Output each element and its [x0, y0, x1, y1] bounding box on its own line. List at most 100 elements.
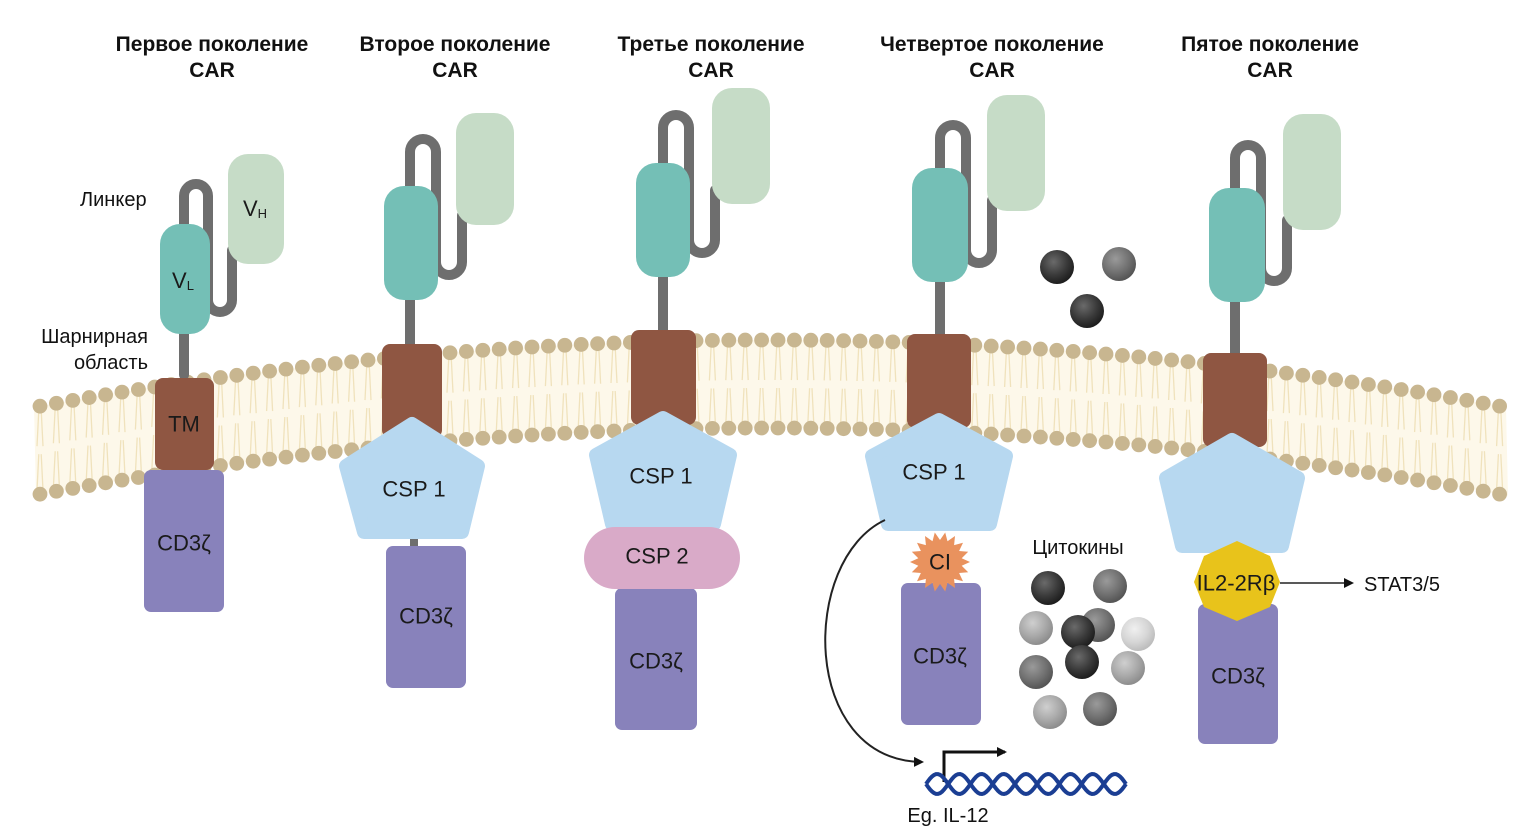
lipid-tail	[1348, 430, 1352, 467]
lipid-head	[573, 337, 589, 352]
lipid-tail	[1008, 350, 1012, 388]
gen3-vh-domain	[712, 88, 770, 204]
lipid-head	[508, 428, 523, 444]
hinge-annotation-line1: Шарнирная	[41, 326, 148, 348]
lipid-head	[278, 361, 294, 377]
lipid-tail	[364, 364, 368, 401]
lipid-head	[295, 447, 310, 463]
lipid-tail	[450, 356, 454, 393]
lipid-tail	[1299, 423, 1303, 460]
lipid-head	[1393, 382, 1409, 397]
lipid-head	[344, 354, 359, 370]
lipid-tail	[1401, 437, 1405, 474]
lipid-tail	[581, 392, 585, 429]
lipid-tail	[1188, 365, 1192, 402]
lipid-tail	[1368, 388, 1373, 425]
lipid-tail	[839, 344, 844, 381]
gen2-title-car: CAR	[432, 59, 478, 82]
lipid-tail	[265, 375, 270, 412]
lipid-tail	[282, 373, 286, 410]
lipid-tail	[1270, 419, 1274, 456]
gen4-tm-domain	[907, 334, 971, 428]
lipid-head	[1459, 392, 1475, 408]
lipid-tail	[319, 413, 323, 450]
lipid-head	[459, 432, 474, 447]
lipid-tail	[1434, 398, 1438, 435]
cytokine-icon	[1033, 695, 1067, 729]
lipid-tail	[220, 425, 225, 462]
gen4-promoter-arrow	[942, 747, 1007, 782]
lipid-head	[311, 445, 327, 461]
gen5-tm-domain	[1203, 353, 1267, 447]
gen3-csp1-domain	[589, 411, 737, 531]
lipid-tail	[1266, 419, 1270, 456]
gen2-cd3z-label: CD3ζ	[399, 604, 453, 629]
lipid-tail	[36, 454, 40, 491]
lipid-tail	[725, 344, 729, 381]
lipid-head	[1147, 439, 1163, 454]
lipid-tail	[807, 344, 811, 381]
gen5-title: Пятое поколение	[1181, 33, 1359, 56]
lipid-tail	[729, 344, 733, 381]
lipid-head	[1115, 348, 1130, 363]
lipid-tail	[1167, 363, 1172, 401]
lipid-tail	[1073, 399, 1077, 436]
lipid-tail	[446, 400, 450, 437]
gen5-vh-domain	[1283, 114, 1341, 230]
gen3-title-car: CAR	[688, 59, 734, 82]
lipid-head	[1000, 427, 1015, 443]
lipid-head	[770, 332, 786, 348]
lipid-tail	[860, 344, 864, 382]
lipid-tail	[1430, 398, 1434, 435]
lipid-tail	[319, 369, 323, 406]
cytokine-icon	[1065, 645, 1099, 679]
lipid-head	[770, 420, 786, 436]
gen5-car: IL2-2Rβ CD3ζ STAT3/5	[1159, 114, 1440, 744]
lipid-tail	[1446, 401, 1450, 438]
lipid-tail	[1418, 396, 1422, 433]
lipid-tail	[1040, 397, 1045, 434]
lipid-tail	[1336, 383, 1340, 420]
lipid-head	[262, 363, 277, 379]
lipid-tail	[991, 350, 995, 387]
lipid-tail	[893, 389, 897, 426]
gen4-ci-label: CI	[929, 550, 951, 575]
lipid-tail	[844, 344, 848, 381]
lipid-tail	[876, 345, 881, 382]
lipid-tail	[757, 387, 762, 425]
lipid-tail	[483, 354, 487, 391]
lipid-tail	[1381, 390, 1385, 427]
gen4-ci-domain	[910, 532, 970, 592]
lipid-head	[1295, 367, 1311, 383]
lipid-tail	[138, 393, 143, 430]
lipid-tail	[1413, 396, 1418, 433]
gen3-tm-domain	[631, 330, 696, 425]
lipid-head	[459, 344, 474, 359]
lipid-tail	[69, 404, 73, 441]
lipid-head	[1443, 478, 1458, 493]
gen4-gene-label: Eg. IL-12	[907, 805, 988, 827]
lipid-head	[1344, 374, 1360, 390]
lipid-tail	[36, 410, 40, 447]
lipid-tail	[1352, 386, 1356, 423]
lipid-tail	[216, 381, 220, 418]
lipid-tail	[69, 448, 73, 485]
lipid-tail	[839, 388, 844, 425]
lipid-head	[1426, 475, 1442, 491]
lipid-tail	[708, 388, 712, 425]
gen1-vh-label: VH	[243, 196, 267, 221]
lipid-tail	[565, 349, 569, 386]
lipid-tail	[1270, 375, 1274, 412]
lipid-head	[49, 395, 64, 411]
lipid-tail	[118, 396, 122, 433]
lipid-tail	[1495, 454, 1500, 491]
lipid-tail	[1024, 351, 1028, 389]
lipid-tail	[876, 389, 881, 426]
lipid-head	[1065, 432, 1081, 447]
lipid-tail	[1003, 350, 1008, 388]
gen3-csp2-label: CSP 2	[625, 544, 688, 569]
lipid-head	[1344, 462, 1360, 478]
lipid-head	[1459, 480, 1475, 496]
lipid-head	[213, 370, 228, 385]
lipid-head	[819, 421, 835, 436]
